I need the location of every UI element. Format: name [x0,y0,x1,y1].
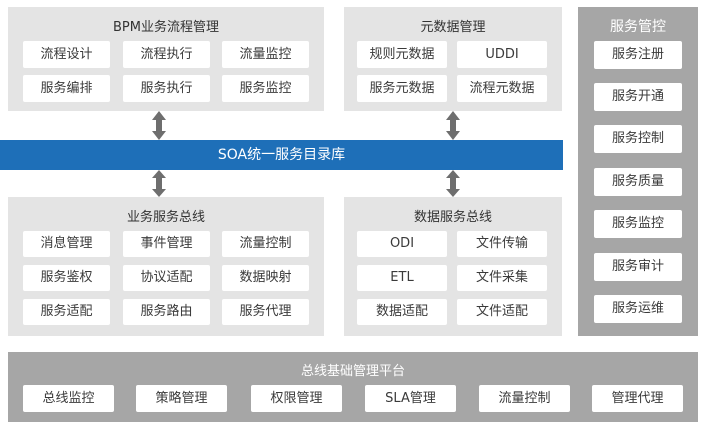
bpm-item-service-execution: 服务执行 [123,75,210,102]
business-item-data-mapping: 数据映射 [222,265,309,291]
data-item-file-transfer: 文件传输 [457,231,547,257]
business-item-proxy: 服务代理 [222,299,309,325]
bpm-panel: BPM业务流程管理 流程设计 流程执行 流量监控 服务编排 服务执行 服务监控 [8,7,324,111]
service-control-panel: 服务管控 服务注册 服务开通 服务控制 服务质量 服务监控 服务审计 服务运维 [578,7,698,336]
bpm-title: BPM业务流程管理 [113,20,219,35]
control-item-control: 服务控制 [594,125,682,153]
bpm-to-bar-arrow-icon [152,111,166,140]
platform-item-traffic-control: 流量控制 [479,385,570,412]
data-service-bus-panel: 数据服务总线 ODI 文件传输 ETL 文件采集 数据适配 文件适配 [344,197,562,336]
bus-platform-panel: 总线基础管理平台 总线监控 策略管理 权限管理 SLA管理 流量控制 管理代理 [8,352,698,422]
data-item-etl: ETL [357,265,447,291]
data-bus-title: 数据服务总线 [413,210,492,225]
business-item-event: 事件管理 [123,231,210,257]
data-item-file-collection: 文件采集 [457,265,547,291]
bpm-item-flow-design: 流程设计 [23,41,110,68]
metadata-item-uddi: UDDI [457,41,547,68]
platform-item-policy: 策略管理 [136,385,227,412]
metadata-to-bar-arrow-icon [446,111,460,140]
metadata-title: 元数据管理 [420,20,486,35]
control-item-activate: 服务开通 [594,83,682,111]
bar-to-data-bus-arrow-icon [446,170,460,197]
data-item-odi: ODI [357,231,447,257]
control-item-audit: 服务审计 [594,253,682,281]
business-item-service-adapter: 服务适配 [23,299,110,325]
bar-to-business-bus-arrow-icon [152,170,166,197]
platform-item-sla: SLA管理 [365,385,456,412]
control-item-operations: 服务运维 [594,295,682,323]
business-item-message: 消息管理 [23,231,110,257]
platform-item-bus-monitor: 总线监控 [23,385,114,412]
control-item-register: 服务注册 [594,41,682,69]
data-item-file-adapter: 文件适配 [457,299,547,325]
bpm-item-flow-execution: 流程执行 [123,41,210,68]
metadata-item-service: 服务元数据 [357,75,447,102]
bpm-item-traffic-monitor: 流量监控 [222,41,309,68]
business-bus-title: 业务服务总线 [126,210,205,225]
bus-platform-title: 总线基础管理平台 [300,364,405,379]
service-control-title: 服务管控 [610,19,666,35]
data-item-data-adapter: 数据适配 [357,299,447,325]
business-item-routing: 服务路由 [123,299,210,325]
business-item-traffic-control: 流量控制 [222,231,309,257]
platform-item-agent: 管理代理 [592,385,683,412]
business-item-auth: 服务鉴权 [23,265,110,291]
platform-item-permission: 权限管理 [251,385,342,412]
business-service-bus-panel: 业务服务总线 消息管理 事件管理 流量控制 服务鉴权 协议适配 数据映射 服务适… [8,197,324,336]
soa-directory-bar: SOA统一服务目录库 [0,140,563,170]
control-item-quality: 服务质量 [594,168,682,196]
bpm-item-service-orchestration: 服务编排 [23,75,110,102]
control-item-monitor: 服务监控 [594,210,682,238]
metadata-panel: 元数据管理 规则元数据 UDDI 服务元数据 流程元数据 [344,7,562,111]
metadata-item-rule: 规则元数据 [357,41,447,68]
metadata-item-flow: 流程元数据 [457,75,547,102]
bpm-item-service-monitor: 服务监控 [222,75,309,102]
business-item-protocol: 协议适配 [123,265,210,291]
